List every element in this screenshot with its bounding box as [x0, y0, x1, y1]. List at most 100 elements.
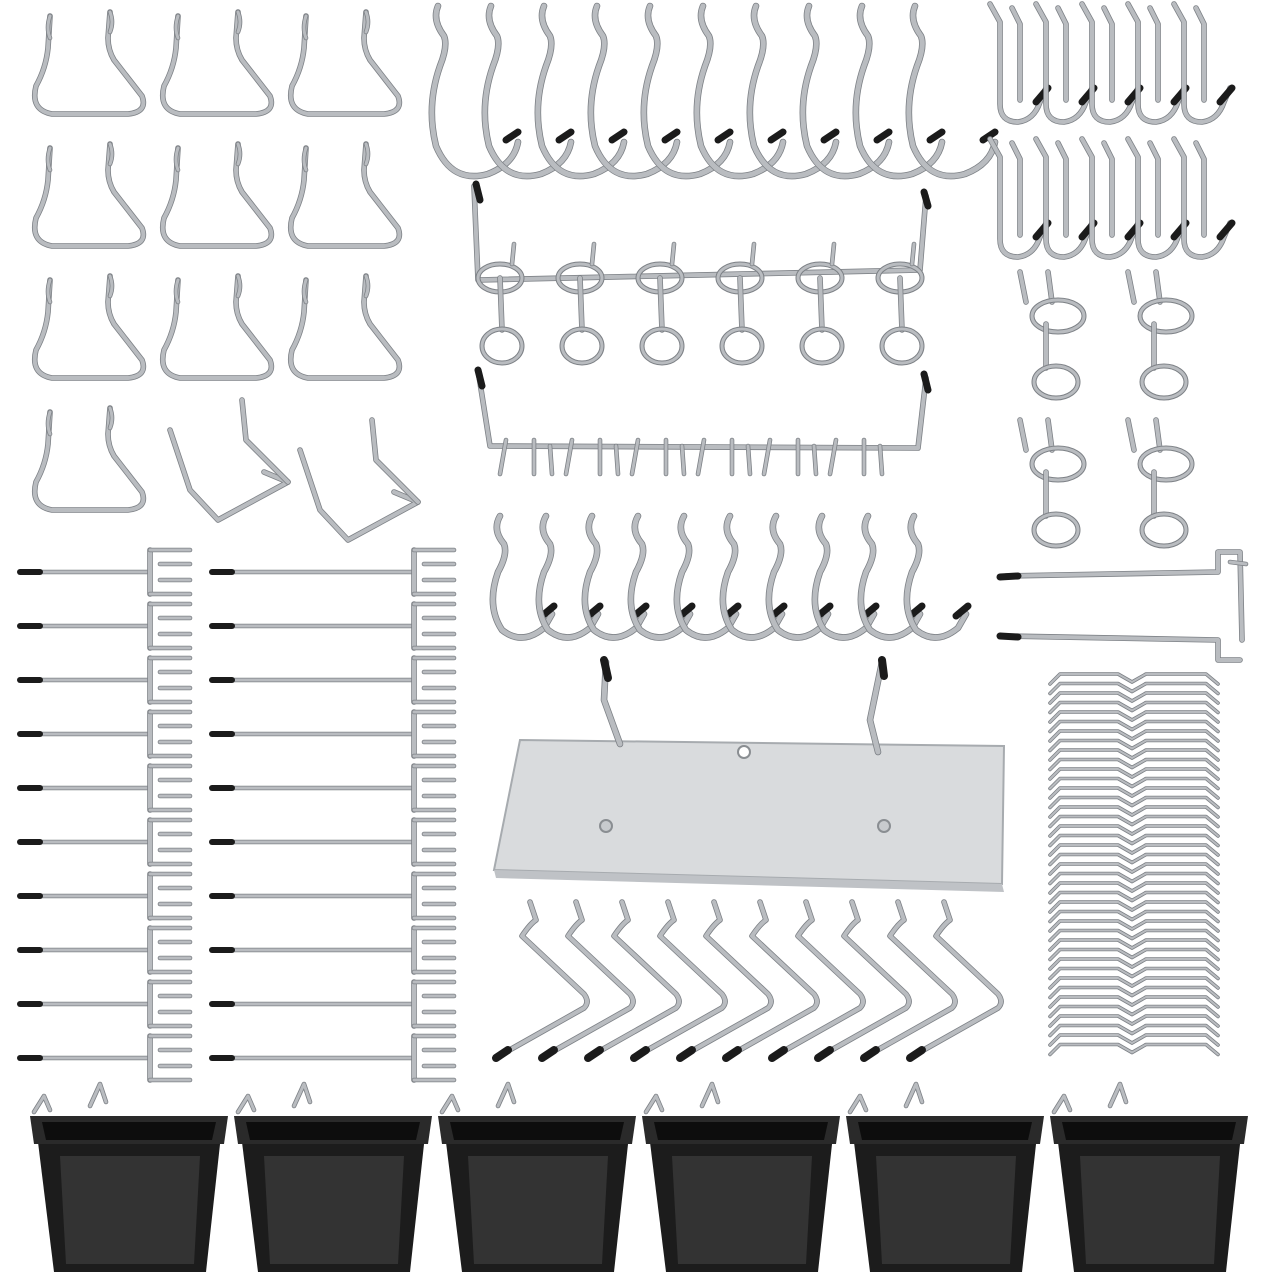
z-hook: [630, 899, 728, 1062]
wire-lock: [1048, 805, 1220, 819]
wire-lock: [1048, 852, 1220, 867]
z-hook: [722, 899, 820, 1062]
storage-bin: [30, 1081, 228, 1272]
ring-holder: [795, 241, 845, 366]
j-hook-large: [534, 2, 628, 180]
wire-lock: [1048, 919, 1220, 933]
wire-lock: [1048, 776, 1220, 791]
l-hook-small: [1125, 136, 1190, 260]
wire-lock: [1048, 1042, 1220, 1057]
loop-hook: [287, 273, 403, 381]
ring-hook-small: [1017, 269, 1087, 401]
ring-holder: [635, 241, 685, 366]
u-tooth: [629, 437, 687, 477]
angled-wire-holder: [167, 397, 291, 523]
long-fork-hook: [209, 709, 457, 759]
ring-holder-rack: [471, 180, 932, 366]
long-fork-hook: [209, 817, 457, 867]
l-hook-small: [1033, 136, 1098, 260]
z-hook: [676, 899, 774, 1062]
u-tooth: [761, 437, 819, 477]
z-hook: [492, 899, 590, 1062]
wire-lock: [1048, 700, 1220, 715]
wire-lock: [1048, 1014, 1220, 1028]
u-tooth: [563, 437, 621, 477]
loop-hook: [159, 273, 275, 381]
long-fork-hook: [209, 871, 457, 921]
loop-hook: [31, 405, 147, 513]
z-hook: [906, 899, 1004, 1062]
wire-lock: [1048, 814, 1220, 829]
l-hook-small: [1079, 1, 1144, 125]
long-fork-hook: [17, 709, 193, 759]
wire-lock: [1048, 719, 1220, 734]
long-fork-hook: [17, 817, 193, 867]
j-hook-large: [852, 2, 946, 180]
long-fork-hook: [209, 763, 457, 813]
long-fork-hook: [209, 547, 457, 597]
wire-lock: [1048, 938, 1220, 952]
loop-hook: [31, 141, 147, 249]
u-tooth-rack: [474, 366, 932, 477]
j-hook-large: [481, 2, 575, 180]
wire-lock: [1048, 985, 1220, 1000]
wire-lock: [1048, 881, 1220, 895]
wire-lock: [1048, 862, 1220, 876]
shelf-plate: [492, 656, 1006, 892]
long-fork-hook: [209, 979, 457, 1029]
loop-hook: [159, 141, 275, 249]
wire-lock: [1048, 767, 1220, 781]
wire-lock: [1048, 691, 1220, 705]
long-fork-hook: [17, 1033, 193, 1083]
wire-lock: [1048, 795, 1220, 810]
long-fork-hook: [209, 601, 457, 651]
loop-hook: [31, 273, 147, 381]
long-fork-hook: [17, 601, 193, 651]
storage-bin: [1050, 1081, 1248, 1272]
wire-lock: [1048, 824, 1220, 838]
l-hook-small: [987, 1, 1052, 125]
l-hook-small: [1125, 1, 1190, 125]
j-hook-large: [905, 2, 999, 180]
j-hook-large: [746, 2, 840, 180]
u-tooth: [695, 437, 753, 477]
long-fork-hook: [209, 1033, 457, 1083]
wire-lock: [1048, 957, 1220, 971]
wire-lock: [1048, 786, 1220, 800]
z-hook: [538, 899, 636, 1062]
l-hook-small: [1171, 136, 1236, 260]
wire-lock: [1048, 729, 1220, 743]
wire-lock: [1048, 890, 1220, 905]
wire-lock: [1048, 976, 1220, 990]
wire-lock: [1048, 871, 1220, 886]
long-fork-hook: [17, 871, 193, 921]
loop-hook: [159, 9, 275, 117]
ring-holder: [475, 241, 525, 366]
wire-lock: [1048, 1033, 1220, 1047]
j-hook-large: [640, 2, 734, 180]
wire-lock: [1048, 672, 1220, 686]
wire-lock: [1048, 1004, 1220, 1019]
loop-hook: [287, 9, 403, 117]
wire-lock: [1048, 947, 1220, 962]
z-hook: [768, 899, 866, 1062]
angled-wire-holder: [297, 417, 421, 543]
double-prong-hook: [996, 549, 1249, 663]
loop-hook: [31, 9, 147, 117]
wire-lock: [1048, 966, 1220, 981]
l-hook-small: [1079, 136, 1144, 260]
long-fork-hook: [17, 925, 193, 975]
ring-holder: [715, 241, 765, 366]
j-hook-large: [693, 2, 787, 180]
storage-bin: [234, 1081, 432, 1272]
storage-bin: [642, 1081, 840, 1272]
wire-lock: [1048, 748, 1220, 762]
u-tooth: [497, 437, 555, 477]
long-fork-hook: [17, 655, 193, 705]
wire-lock: [1048, 757, 1220, 772]
l-hook-small: [987, 136, 1052, 260]
wire-lock: [1048, 681, 1220, 696]
wire-lock: [1048, 909, 1220, 924]
wire-lock: [1048, 843, 1220, 857]
